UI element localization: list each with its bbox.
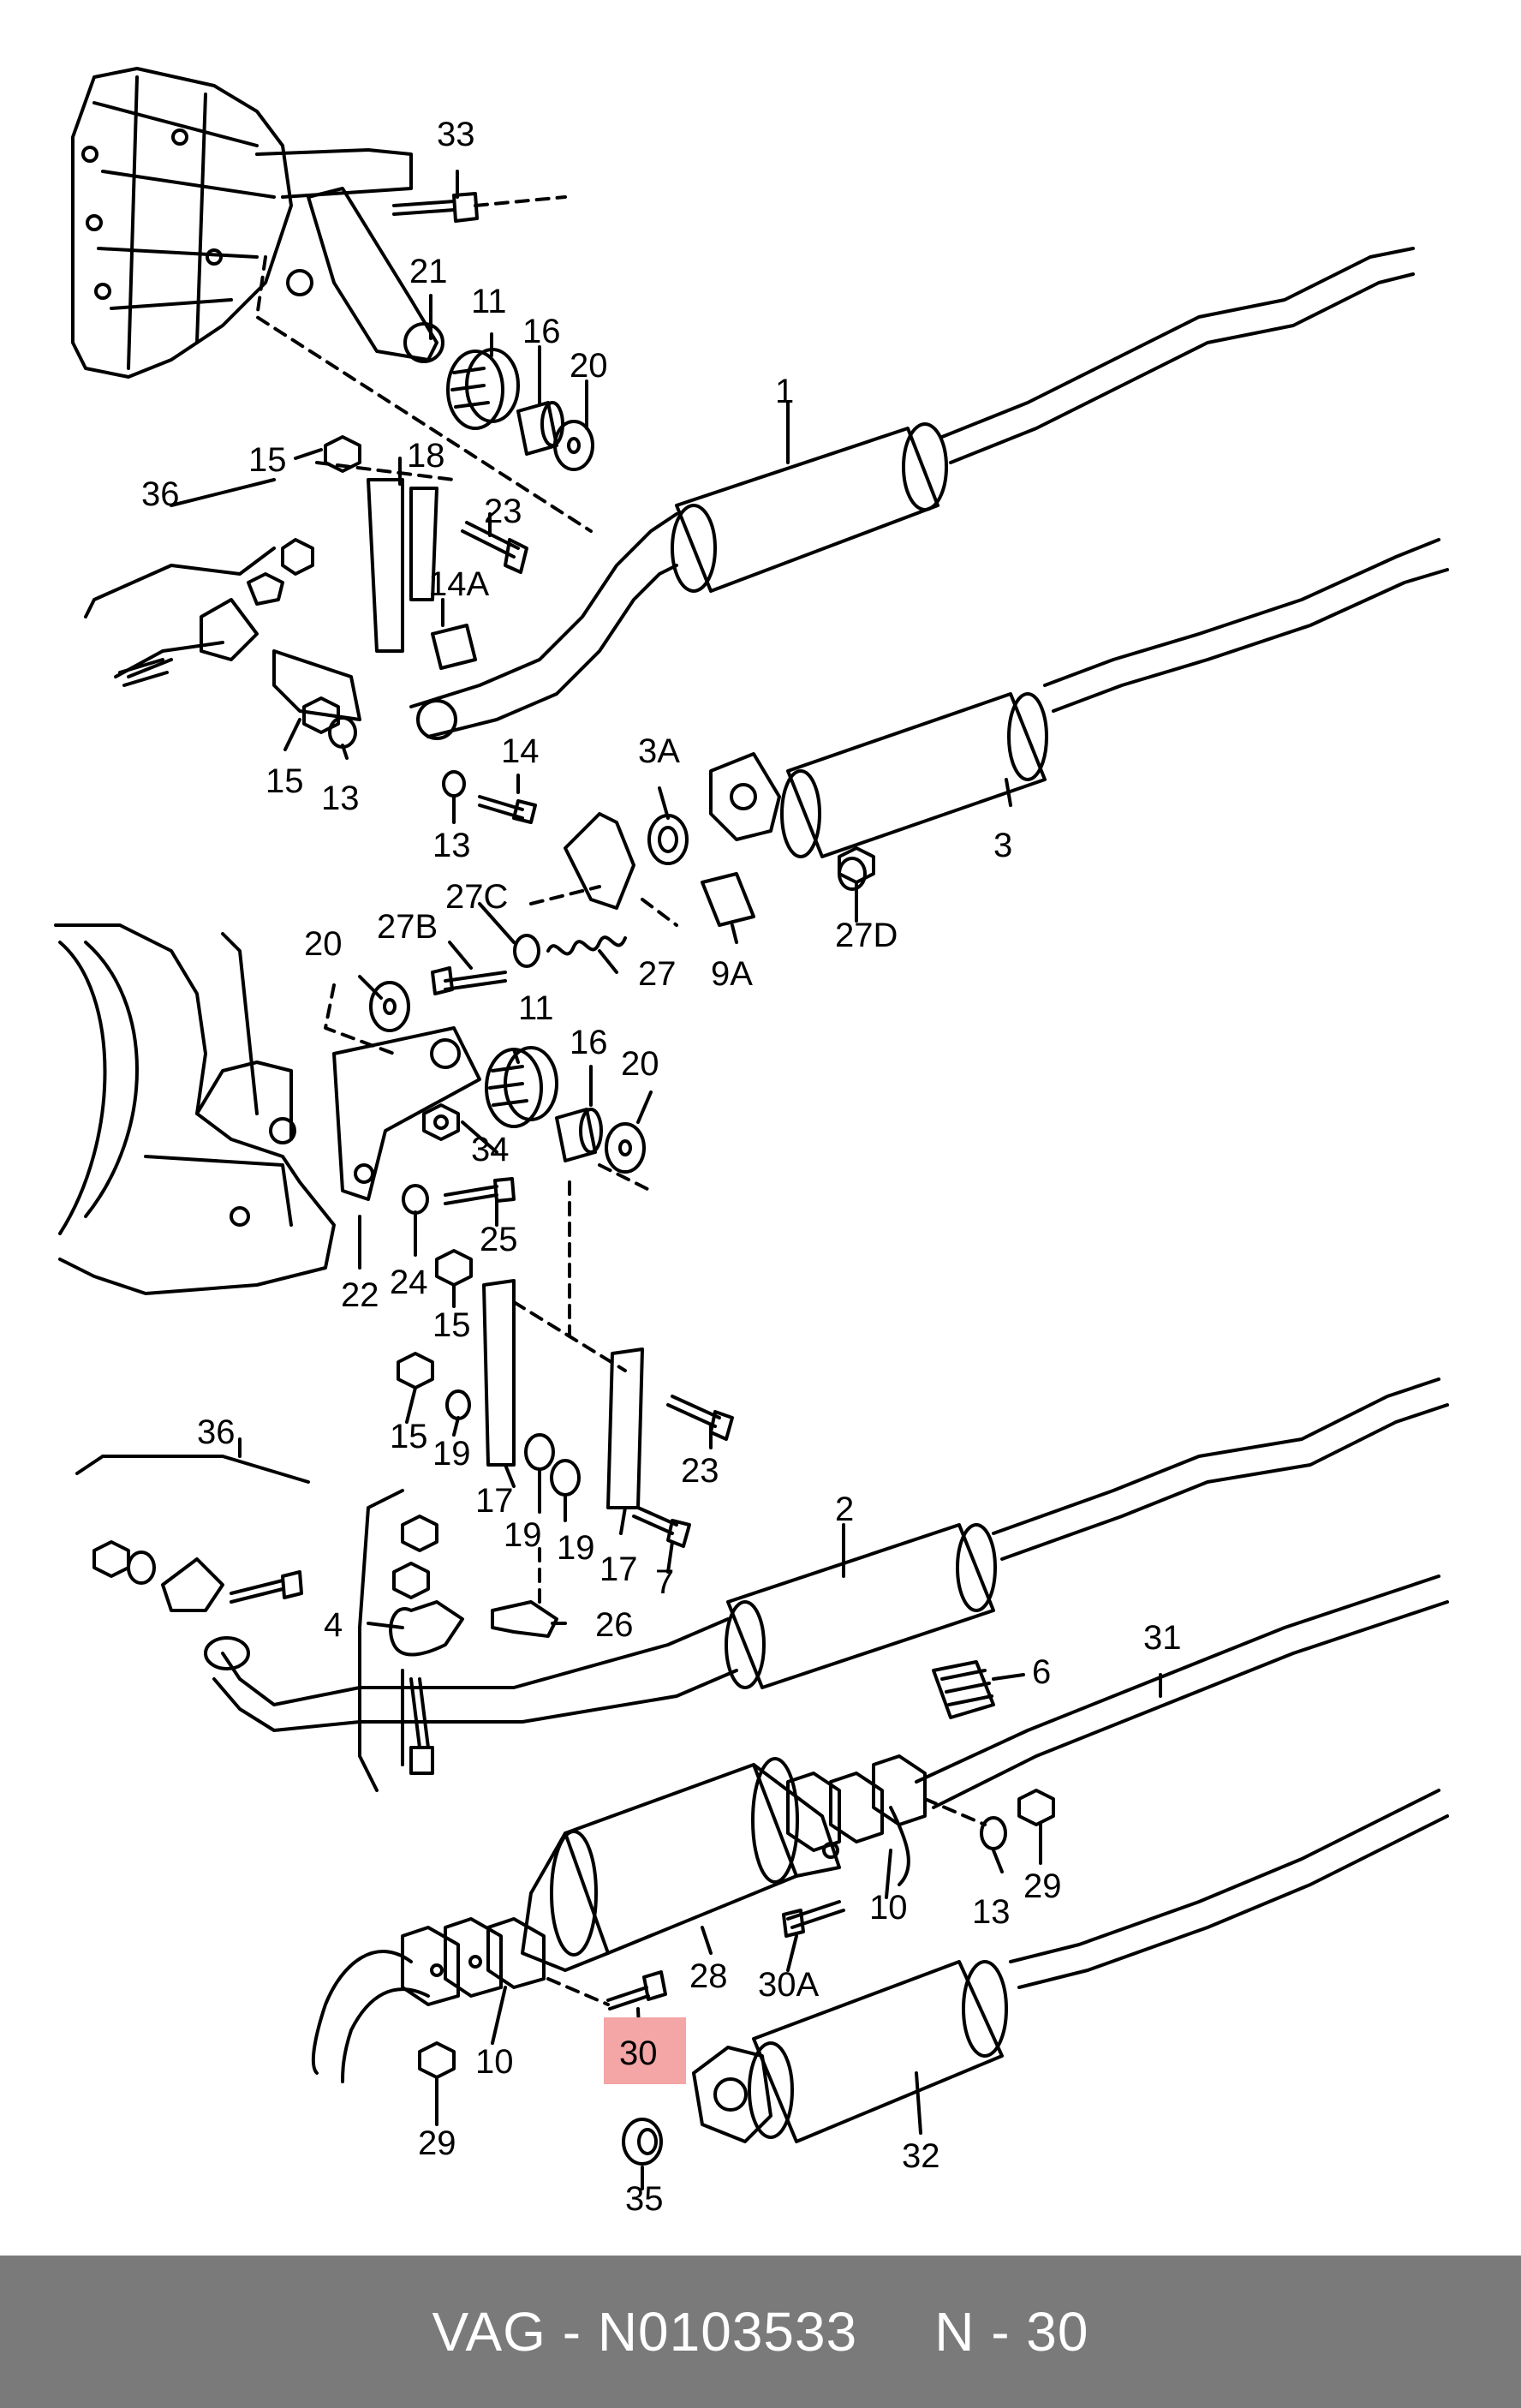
diagram-svg: 33 21 11 16 20 1 15 18 36 23 14A 15 13 1…	[54, 67, 1449, 2218]
nut-34	[422, 1103, 460, 1141]
rear-muffler-3	[709, 538, 1449, 858]
spacer-14A	[431, 624, 477, 670]
callout-30-highlight	[604, 2017, 686, 2084]
part-number: VAG - N0103533	[432, 2301, 858, 2363]
label-15: 15	[265, 762, 304, 800]
label-11: 11	[518, 989, 554, 1027]
washer-20-mid	[369, 981, 410, 1032]
label-35: 35	[625, 2180, 664, 2218]
bolt-33	[392, 200, 456, 216]
clamp-36-upper	[200, 598, 259, 661]
label-15: 15	[248, 441, 287, 479]
strap-17b	[606, 1347, 644, 1509]
strap-17a	[482, 1279, 516, 1467]
label-11: 11	[471, 283, 507, 320]
engine-block-lower	[54, 923, 336, 1295]
label-15: 15	[432, 1306, 471, 1344]
catalytic-converter-28	[521, 1757, 841, 1972]
label-28: 28	[689, 1957, 728, 1995]
label-15: 15	[390, 1418, 428, 1455]
label-36: 36	[141, 475, 180, 513]
label-9A: 9A	[711, 955, 753, 993]
label-14: 14	[501, 732, 540, 770]
center-pipe-31	[915, 1574, 1449, 1809]
label-25: 25	[480, 1221, 518, 1258]
bracket-22	[332, 1026, 481, 1201]
label-33: 33	[437, 116, 475, 153]
clamp-36-lower	[161, 1557, 224, 1612]
label-19: 19	[557, 1529, 595, 1567]
callout-labels: 33 21 11 16 20 1 15 18 36 23 14A 15 13 1…	[141, 116, 1182, 2218]
sleeve-9A	[701, 872, 755, 927]
label-27C: 27C	[445, 878, 508, 916]
label-4: 4	[324, 1606, 343, 1644]
label-10: 10	[475, 2043, 514, 2081]
ring-35	[622, 2118, 663, 2166]
label-20: 20	[621, 1045, 659, 1083]
label-27B: 27B	[377, 908, 438, 946]
label-27: 27	[638, 955, 677, 993]
label-18: 18	[407, 437, 445, 475]
label-19: 19	[432, 1435, 471, 1473]
label-30A: 30A	[758, 1966, 819, 2004]
label-29: 29	[1023, 1867, 1062, 1905]
strap-18	[367, 478, 404, 653]
spring-27	[546, 935, 627, 956]
label-17: 17	[599, 1551, 638, 1588]
label-32: 32	[902, 2137, 940, 2175]
bracket-26	[491, 1600, 558, 1638]
rear-muffler-32	[692, 1789, 1449, 2143]
clamp-6	[932, 1660, 995, 1719]
label-30: 30	[619, 2035, 658, 2072]
label-1: 1	[775, 373, 794, 410]
label-7: 7	[655, 1563, 674, 1601]
label-29: 29	[418, 2124, 456, 2162]
label-14A: 14A	[428, 565, 489, 603]
label-13: 13	[972, 1893, 1011, 1931]
label-24: 24	[390, 1264, 428, 1301]
label-36: 36	[197, 1413, 236, 1451]
front-pipe-2	[204, 1377, 1449, 1732]
label-10: 10	[869, 1889, 908, 1927]
clamp-4	[389, 1600, 464, 1657]
label-27D: 27D	[835, 917, 898, 954]
label-3: 3	[993, 827, 1012, 864]
bolt-30	[606, 1986, 650, 2011]
bracket-21	[307, 187, 438, 361]
label-13: 13	[432, 827, 471, 864]
label-16: 16	[522, 313, 561, 350]
front-muffler-1	[409, 247, 1415, 740]
label-22: 22	[341, 1276, 379, 1314]
rubber-mount-11-upper	[446, 348, 520, 430]
label-2: 2	[835, 1491, 854, 1528]
label-13: 13	[321, 780, 360, 817]
label-34: 34	[471, 1131, 510, 1168]
label-3A: 3A	[638, 732, 680, 770]
label-23: 23	[681, 1452, 719, 1490]
exhaust-parts-diagram: 33 21 11 16 20 1 15 18 36 23 14A 15 13 1…	[54, 67, 1449, 2218]
label-20: 20	[304, 925, 343, 963]
label-31: 31	[1143, 1619, 1182, 1657]
label-20: 20	[570, 347, 608, 385]
label-21: 21	[409, 253, 448, 290]
nut-15-upper	[324, 435, 361, 473]
part-number-footer: VAG - N0103533 N - 30	[0, 2256, 1521, 2408]
label-26: 26	[595, 1606, 634, 1644]
washer-20-lower	[605, 1122, 646, 1174]
callout-reference: N - 30	[934, 2301, 1089, 2363]
label-23: 23	[484, 493, 522, 530]
label-16: 16	[570, 1024, 608, 1061]
label-19: 19	[504, 1516, 542, 1554]
engine-block-upper	[71, 67, 413, 379]
rubber-mount-11-mid	[485, 1046, 558, 1128]
label-17: 17	[475, 1482, 514, 1520]
label-6: 6	[1032, 1653, 1051, 1691]
washer-20-upper	[553, 420, 594, 471]
